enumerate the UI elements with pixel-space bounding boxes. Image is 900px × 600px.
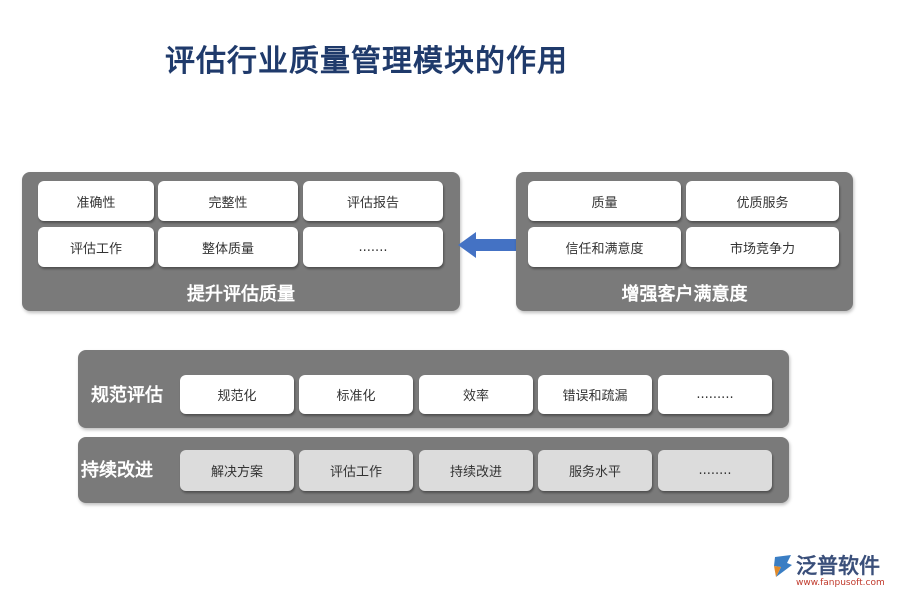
cell-efficiency: 效率 (419, 375, 533, 414)
panel-label: 规范评估 (91, 385, 163, 406)
logo-name: 泛普软件 (796, 554, 880, 578)
logo-mark-icon (774, 555, 792, 577)
cell-report: 评估报告 (303, 181, 443, 221)
cell-standardization: 标准化 (299, 375, 413, 414)
cell-competitiveness: 市场竞争力 (686, 227, 839, 267)
arrow-shape (458, 232, 516, 258)
page-title: 评估行业质量管理模块的作用 (165, 44, 568, 79)
cell-errors: 错误和疏漏 (538, 375, 652, 414)
cell-more: ....... (303, 227, 443, 267)
cell-service-level: 服务水平 (538, 450, 652, 491)
cell-quality: 质量 (528, 181, 681, 221)
left-arrow-icon (458, 232, 516, 258)
cell-premium-service: 优质服务 (686, 181, 839, 221)
cell-work: 评估工作 (299, 450, 413, 491)
panel-label: 提升评估质量 (187, 284, 295, 305)
panel-standard-evaluation: 规范评估 规范化 标准化 效率 错误和疏漏 ......... (78, 350, 789, 428)
cell-improvement: 持续改进 (419, 450, 533, 491)
cell-more: ........ (658, 450, 772, 491)
cell-normalization: 规范化 (180, 375, 294, 414)
cell-solution: 解决方案 (180, 450, 294, 491)
cell-accuracy: 准确性 (38, 181, 154, 221)
logo-url: www.fanpusoft.com (796, 578, 885, 588)
panel-improve-quality: 准确性 完整性 评估报告 评估工作 整体质量 ....... 提升评估质量 (22, 172, 460, 311)
cell-more: ......... (658, 375, 772, 414)
cell-overall-quality: 整体质量 (158, 227, 298, 267)
cell-completeness: 完整性 (158, 181, 298, 221)
panel-label: 增强客户满意度 (621, 284, 748, 305)
cell-trust: 信任和满意度 (528, 227, 681, 267)
panel-continuous-improvement: 持续改进 解决方案 评估工作 持续改进 服务水平 ........ (78, 437, 789, 503)
cell-work: 评估工作 (38, 227, 154, 267)
panel-customer-satisfaction: 质量 优质服务 信任和满意度 市场竞争力 增强客户满意度 (516, 172, 853, 311)
panel-label: 持续改进 (81, 460, 153, 481)
